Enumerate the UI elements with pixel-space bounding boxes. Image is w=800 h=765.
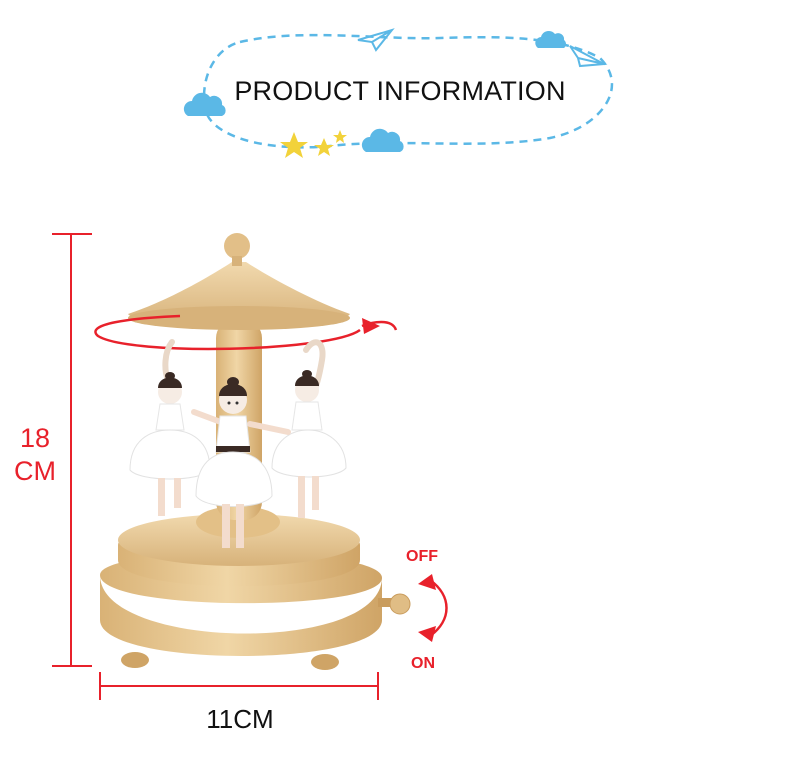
cloud-icon [183,92,226,116]
height-unit: CM [14,456,56,486]
height-value: 18 [19,423,51,453]
product-info-header: PRODUCT INFORMATION [180,18,620,168]
width-label: 11CM [206,704,274,734]
canopy-finial-stem [232,256,242,266]
arrow-head-icon [362,318,380,334]
page-title: PRODUCT INFORMATION [234,76,566,106]
paper-plane-icon [569,45,608,68]
height-label: 18 CM [0,422,70,488]
ballerina-figure [271,339,347,518]
switch-on-label: ON [411,655,435,672]
switch-stem [378,598,396,607]
paper-plane-icon [357,28,395,52]
ballerina-figure [129,339,211,516]
base-foot [311,654,339,670]
ballerina-figure [191,377,291,548]
switch-arrow [429,578,448,638]
switch-off-label: OFF [406,548,438,565]
canopy-rim [128,306,350,330]
stars-icon [280,130,347,158]
base-foot [121,652,149,668]
dashed-flight-path-frame [202,33,614,149]
cloud-icon [361,128,404,152]
music-box-base [100,575,382,656]
canopy-finial [224,233,250,259]
arrow-head-icon [418,626,436,642]
arrow-head-icon [418,574,436,590]
cloud-icon [535,30,566,48]
switch-knob [389,593,411,615]
